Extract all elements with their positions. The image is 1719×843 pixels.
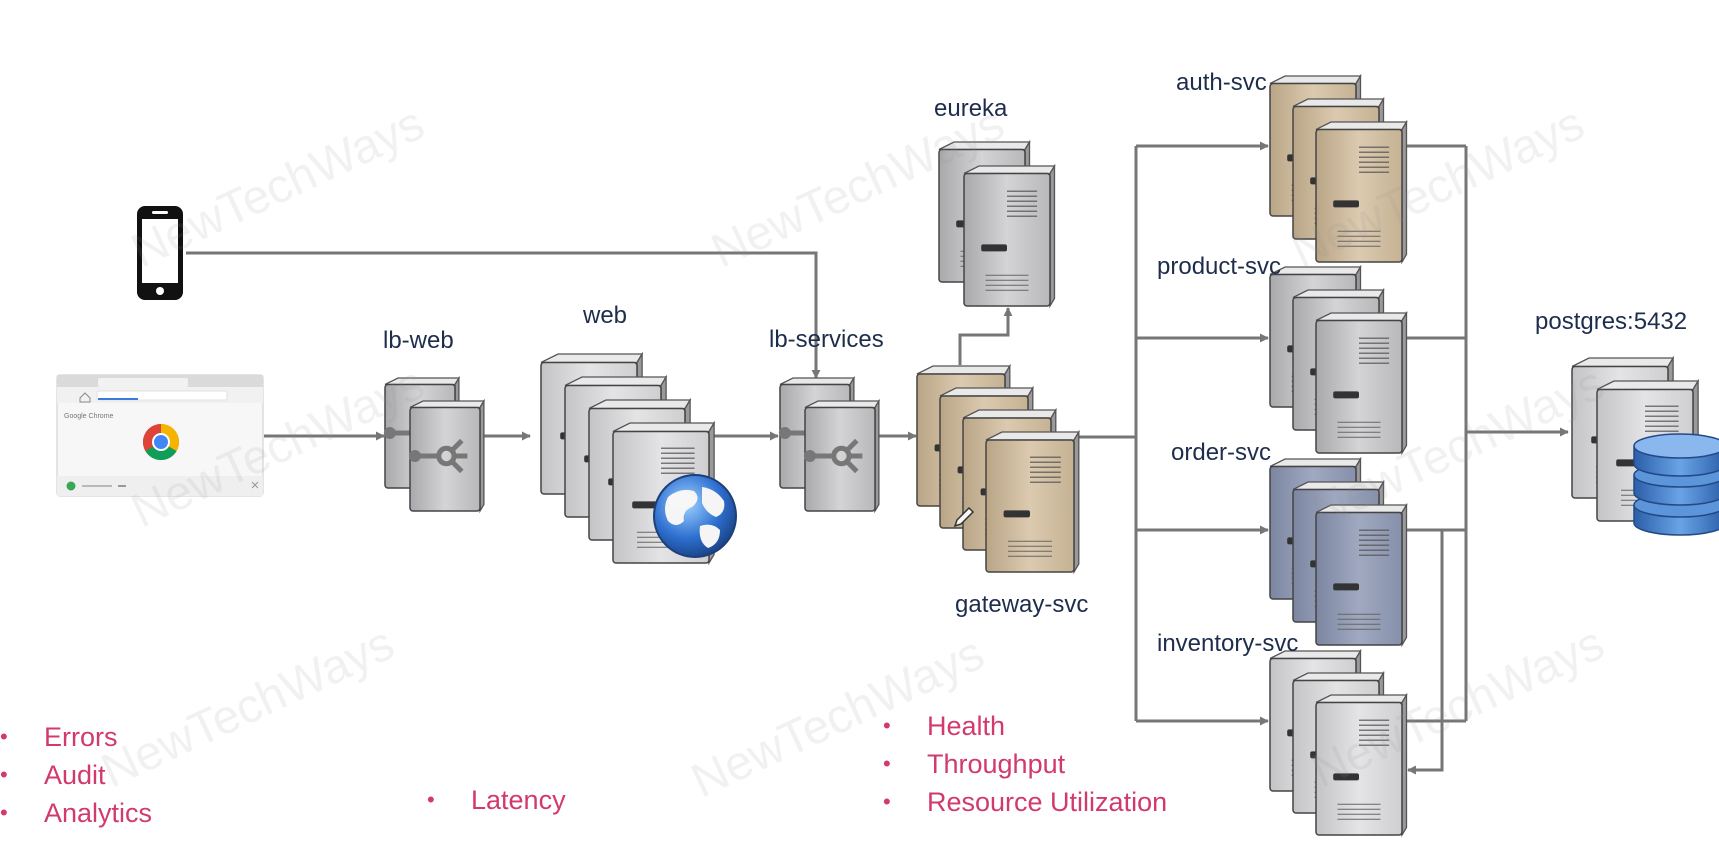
arrow-mobile-to-lb-services	[186, 251, 821, 379]
postgres-label: postgres:5432	[1535, 308, 1688, 335]
pen-cursor-icon	[953, 506, 975, 528]
eureka-label: eureka	[934, 95, 1008, 122]
inventory-svc-server-stack	[1269, 648, 1408, 838]
lb-web-label: lb-web	[383, 327, 454, 354]
order-svc-label: order-svc	[1171, 439, 1272, 466]
eureka-server-stack	[938, 139, 1056, 309]
auth-svc-label: auth-svc	[1176, 69, 1267, 96]
lb-services-server-stack	[778, 375, 881, 514]
gateway-svc-label: gateway-svc	[955, 591, 1089, 618]
lb-web-server-stack	[383, 375, 486, 514]
chrome-browser-icon	[56, 374, 264, 497]
product-svc-label: product-svc	[1157, 253, 1282, 280]
database-icon	[1633, 433, 1719, 536]
auth-svc-server-stack	[1269, 73, 1408, 265]
gateway-server-stack	[916, 363, 1080, 575]
server-groups	[383, 73, 1700, 838]
bullets-left: Errors Audit Analytics	[0, 718, 152, 832]
bullet-item: Health	[883, 707, 1167, 745]
bullet-item: Throughput	[883, 745, 1167, 783]
web-label: web	[583, 302, 628, 329]
bullet-item: Resource Utilization	[883, 783, 1167, 821]
bullet-item: Latency	[427, 781, 566, 819]
inventory-svc-label: inventory-svc	[1157, 630, 1299, 657]
mobile-phone-icon	[137, 206, 183, 300]
order-svc-server-stack	[1269, 456, 1408, 648]
arrow-order-to-inventory	[1404, 528, 1444, 775]
bullets-middle: Latency	[427, 781, 566, 819]
arrow-gateway-to-eureka	[958, 307, 1013, 365]
globe-icon	[653, 474, 737, 558]
bullet-item: Analytics	[0, 794, 152, 832]
product-svc-server-stack	[1269, 264, 1408, 456]
lb-services-label: lb-services	[769, 326, 884, 353]
browser-brand-text: Google Chrome	[64, 413, 114, 420]
bullets-right: Health Throughput Resource Utilization	[883, 707, 1167, 821]
bullet-item: Audit	[0, 756, 152, 794]
bullet-item: Errors	[0, 718, 152, 756]
